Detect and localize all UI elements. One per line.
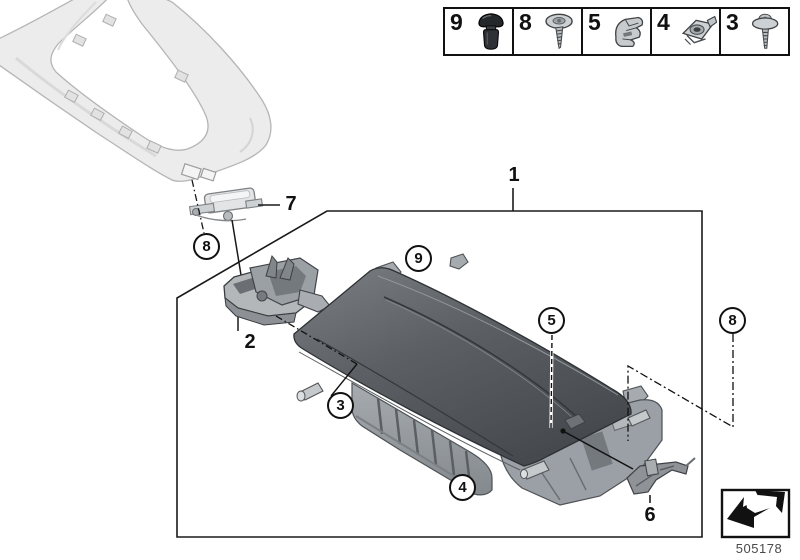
console-trim-frame-art xyxy=(0,0,272,182)
direction-arrow-box xyxy=(720,488,791,539)
legend-number: 4 xyxy=(657,9,670,35)
retaining-bracket-art xyxy=(626,457,696,495)
callout-circle-8-right[interactable]: 8 xyxy=(719,307,746,334)
callout-circle-4[interactable]: 4 xyxy=(449,474,476,501)
fastener-legend: 9 8 5 xyxy=(443,7,790,56)
callout-circle-8-left[interactable]: 8 xyxy=(193,233,220,260)
legend-number: 5 xyxy=(588,9,601,35)
legend-number: 3 xyxy=(726,9,739,35)
callout-circle-9[interactable]: 9 xyxy=(405,245,432,272)
spring-clip-icon xyxy=(615,16,644,48)
screw-washer-icon xyxy=(545,13,573,50)
callout-circle-5[interactable]: 5 xyxy=(538,307,565,334)
callout-label-7[interactable]: 7 xyxy=(285,193,297,215)
legend-cell-5[interactable]: 5 xyxy=(581,9,650,54)
callout-circle-3[interactable]: 3 xyxy=(327,392,354,419)
latch-mechanism-art xyxy=(223,254,339,353)
legend-cell-8[interactable]: 8 xyxy=(512,9,581,54)
cage-nut-icon xyxy=(681,15,717,45)
callout-label-1[interactable]: 1 xyxy=(508,164,520,186)
legend-cell-3[interactable]: 3 xyxy=(719,9,788,54)
callout-label-2[interactable]: 2 xyxy=(244,331,256,353)
legend-cell-9[interactable]: 9 xyxy=(445,9,512,54)
legend-number: 9 xyxy=(450,9,463,35)
buffer-pin-icon xyxy=(478,13,504,50)
armrest-art xyxy=(293,253,663,506)
leader-dot-6 xyxy=(560,428,566,434)
diagram-number: 505178 xyxy=(735,541,783,556)
assembly-boundary-frame xyxy=(176,210,703,538)
legend-number: 8 xyxy=(519,9,532,35)
legend-cell-4[interactable]: 4 xyxy=(650,9,719,54)
lock-actuator-art xyxy=(188,187,264,222)
washer-screw-icon xyxy=(751,13,779,49)
leader-lines-right xyxy=(275,315,734,503)
trim-mount-tab xyxy=(180,163,217,182)
callout-label-6[interactable]: 6 xyxy=(644,504,656,526)
